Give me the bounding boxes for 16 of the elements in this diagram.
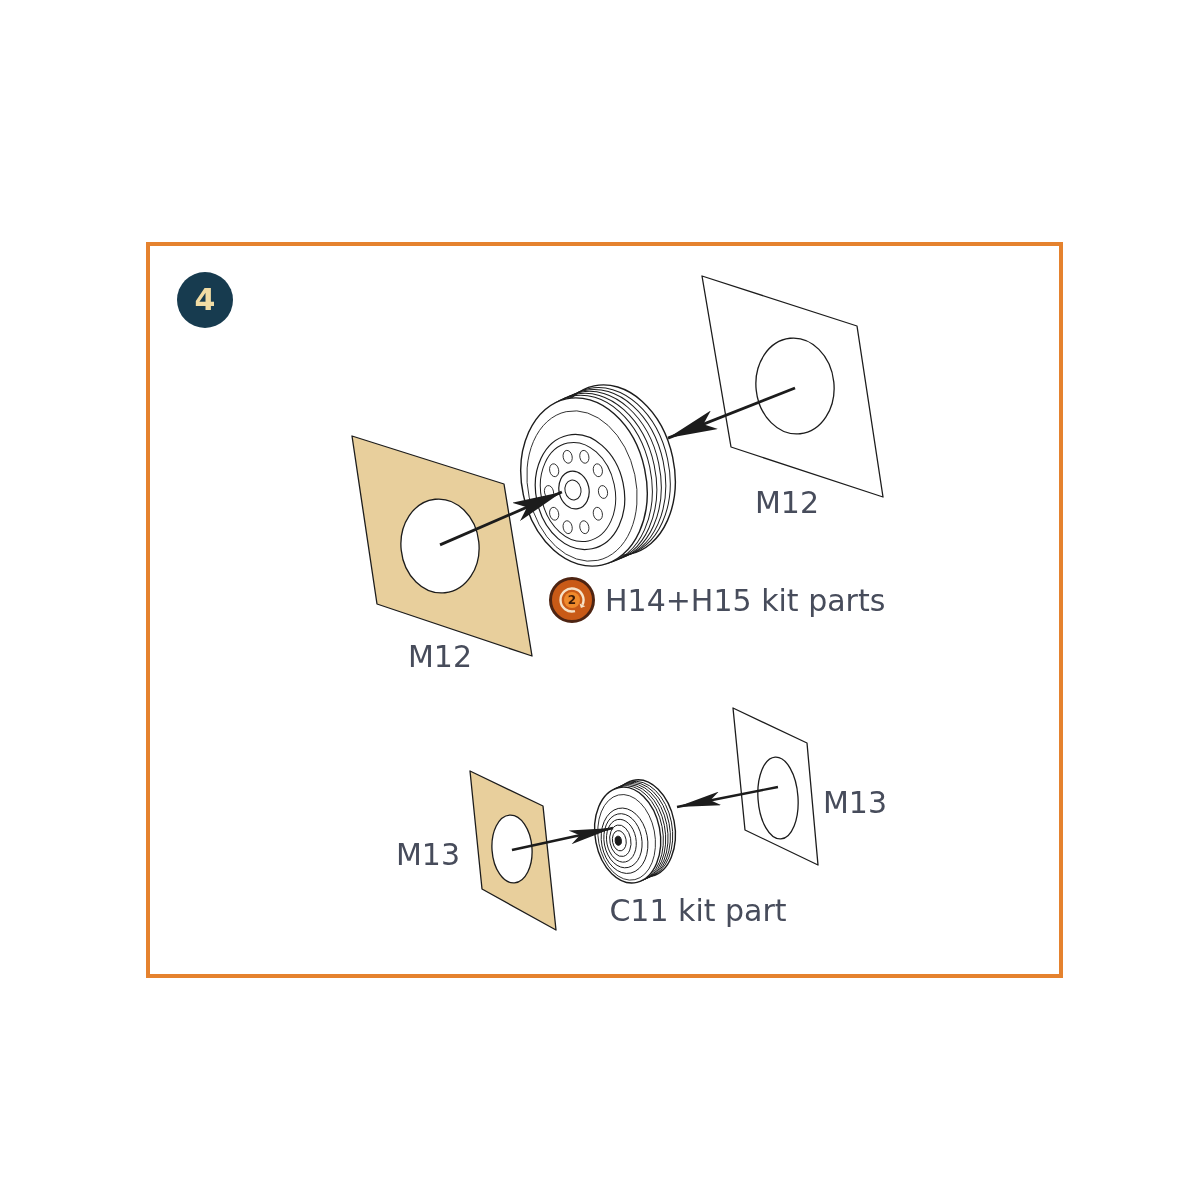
step-number: 4: [194, 285, 216, 315]
part-label: M13: [395, 837, 461, 873]
step-reference-badge: [549, 577, 595, 623]
part-label: M12: [407, 639, 473, 675]
step-reference-number: 2: [567, 594, 577, 606]
step-badge: [177, 272, 233, 328]
arrow: [676, 785, 779, 809]
mask-sheet: [733, 708, 818, 865]
mask-sheet: [470, 771, 556, 930]
arrow: [667, 386, 796, 440]
part-label: C11 kit part: [609, 893, 787, 929]
step-frame: [146, 242, 1063, 978]
part-label: M12: [754, 485, 820, 521]
arrow: [511, 826, 614, 852]
part-label: H14+H15 kit parts: [605, 583, 886, 619]
part-label: M13: [822, 785, 888, 821]
